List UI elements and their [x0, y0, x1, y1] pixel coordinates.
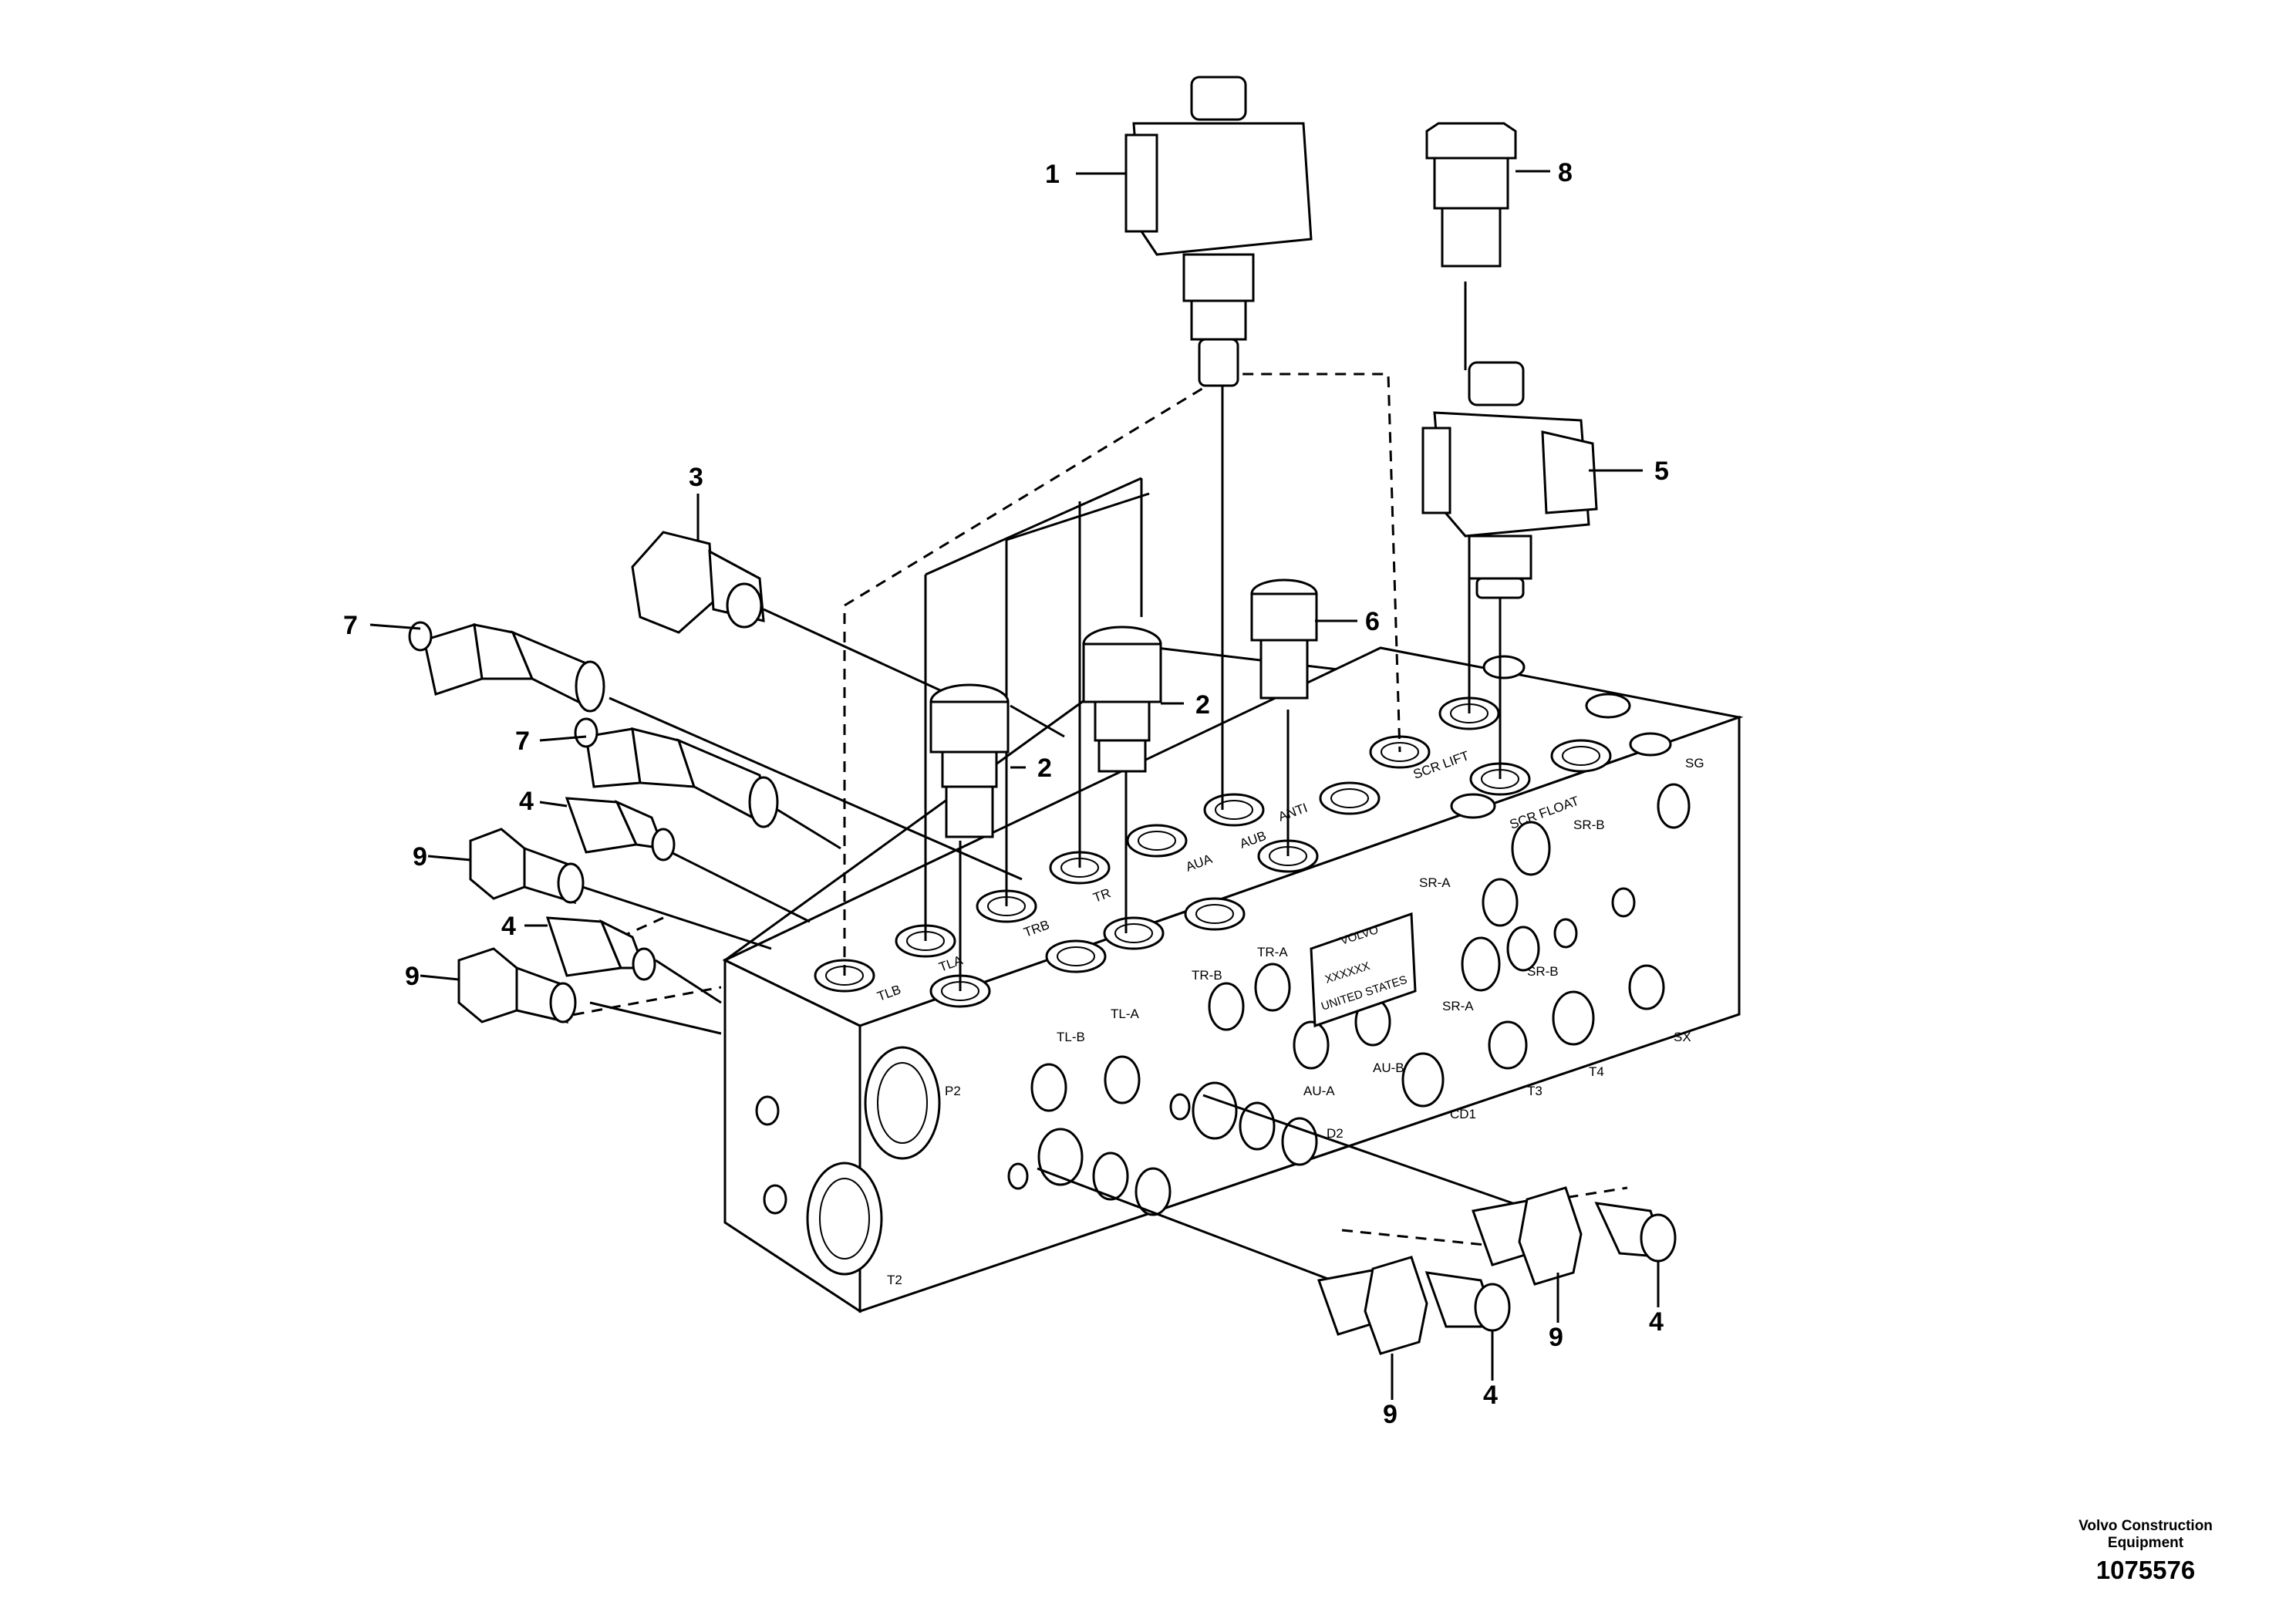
callout-leaders	[369, 170, 1660, 1400]
port-label: SR-B	[1573, 818, 1605, 832]
port-label: SR-B	[1527, 964, 1559, 979]
part-plug-9-right-upper	[1471, 1186, 1583, 1286]
part-plug-8	[1425, 122, 1517, 268]
part-cartridge-2-right	[1082, 626, 1162, 773]
port-label: SX	[1674, 1030, 1691, 1044]
callout-8: 8	[1558, 158, 1573, 187]
callout-9-right-lower: 9	[1383, 1400, 1397, 1429]
document-number: 1075576	[2095, 1556, 2196, 1584]
footer-block: Volvo Construction Equipment 1075576	[2065, 1518, 2227, 1586]
port-label: TR-B	[1192, 968, 1222, 983]
side-face-ports	[1007, 783, 1691, 1216]
part-fitting-4-left-upper	[565, 797, 676, 862]
port-label: P2	[945, 1084, 961, 1098]
callout-4-left-lower: 4	[501, 912, 516, 941]
part-fitting-4-left-lower	[545, 916, 656, 981]
callout-7-upper: 7	[343, 611, 358, 640]
part-cartridge-6	[1250, 578, 1318, 700]
port-label: TR-A	[1257, 945, 1288, 959]
part-cartridge-2-left	[929, 683, 1010, 838]
company-name: Volvo Construction Equipment	[2079, 1518, 2213, 1551]
callout-7-lower: 7	[515, 727, 530, 756]
name-plate: VOLVO XXXXXX UNITED STATES	[1310, 912, 1417, 1028]
callout-4-left-upper: 4	[519, 787, 534, 816]
callout-9-left-upper: 9	[413, 842, 427, 872]
port-label: D2	[1327, 1126, 1344, 1141]
part-plug-9-left-lower	[457, 947, 577, 1023]
part-relief-valve-7-lower	[574, 717, 779, 828]
callout-6: 6	[1365, 607, 1380, 636]
part-check-valve-3	[631, 531, 765, 634]
callout-3: 3	[689, 463, 703, 492]
part-fitting-4-right-upper	[1594, 1202, 1677, 1263]
callout-1: 1	[1045, 160, 1060, 189]
port-label: SR-A	[1419, 875, 1451, 890]
part-fitting-4-right-lower	[1424, 1271, 1511, 1332]
port-label: SR-A	[1442, 999, 1474, 1013]
port-label: T4	[1589, 1064, 1604, 1079]
part-plug-9-right-lower	[1317, 1256, 1428, 1355]
callout-2-right: 2	[1195, 690, 1210, 720]
front-face-ports	[755, 1046, 941, 1276]
port-label: TL-B	[1057, 1030, 1085, 1044]
port-label: AU-A	[1303, 1084, 1335, 1098]
port-label: SG	[1685, 756, 1704, 771]
port-label: TL-A	[1111, 1007, 1140, 1021]
callout-5: 5	[1654, 457, 1669, 486]
port-label: T2	[887, 1273, 902, 1287]
part-solenoid-valve-1	[1124, 76, 1313, 387]
callout-2-left: 2	[1037, 754, 1052, 783]
port-label: CD1	[1450, 1107, 1476, 1121]
part-solenoid-valve-5	[1421, 361, 1598, 599]
callout-4-right-lower: 4	[1483, 1381, 1498, 1410]
part-plug-9-left-upper	[469, 828, 585, 905]
callout-numbers: 1 8 5 3 2 2 6 7 7 4 4 9 9 4 9 4 9	[343, 158, 1669, 1429]
port-label: T3	[1527, 1084, 1542, 1098]
port-label: AU-B	[1373, 1061, 1404, 1075]
part-relief-valve-7-upper	[408, 621, 605, 713]
callout-9-right-upper: 9	[1549, 1323, 1563, 1352]
callout-4-right-upper: 4	[1649, 1307, 1664, 1337]
callout-9-left-lower: 9	[405, 962, 420, 991]
